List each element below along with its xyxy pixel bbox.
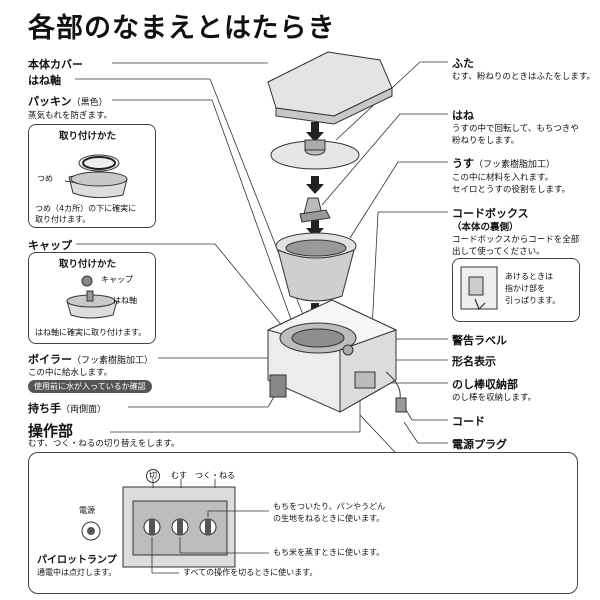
steam-switch-label: むす <box>171 471 187 480</box>
page-title: 各部のなまえとはたらき <box>28 13 336 44</box>
label-lid: ふた <box>452 57 474 70</box>
cordbox-hint2: 指かけ部を <box>505 284 545 293</box>
label-warning: 警告ラベル <box>452 334 507 347</box>
off-note: すべての操作を切るときに使います。 <box>183 568 318 577</box>
label-plug: 電源プラグ <box>452 438 507 451</box>
label-blade: はね <box>452 109 474 122</box>
panel-note: むす、つく・ねるの切り替えをします。 <box>28 439 180 449</box>
label-cap: キャップ <box>28 239 72 252</box>
cordbox-hint-box: あけるときは 指かけ部を 引っぱります。 <box>452 258 580 322</box>
packing-illustration <box>64 154 128 199</box>
label-mortar: うす（フッ素樹脂加工） <box>452 157 556 170</box>
attach-packing-note1: つめ（4カ所）の下に確実に <box>35 204 137 213</box>
cordbox-sub: （本体の裏側） <box>452 222 519 233</box>
attach-cap-note: はね軸に確実に取り付けます。 <box>35 328 147 337</box>
off-switch-label: 切 <box>146 469 160 483</box>
label-boiler: ボイラー（フッ素樹脂加工） <box>28 353 154 366</box>
cordbox-illustration <box>460 266 498 311</box>
knead-switch-label: つく・ねる <box>195 471 235 480</box>
attach-box-packing: 取り付けかた つめ つめ（4カ所）の下に確実に 取り付けます。 <box>28 124 156 228</box>
mortar-note2: セイロとうすの役割をします。 <box>452 185 571 195</box>
label-panel: 操作部 <box>28 422 74 440</box>
control-panel-illustration <box>81 479 269 574</box>
label-handle: 持ち手（両側面） <box>28 402 107 415</box>
steam-note: もち米を蒸すときに使います。 <box>273 548 385 557</box>
knead-note2: の生地をねるときに使います。 <box>273 514 385 523</box>
pilot-lamp-note: 通電中は点灯します。 <box>37 568 117 577</box>
attach-packing-note2: 取り付けます。 <box>35 215 91 224</box>
cordbox-note2: 出して使ってください。 <box>452 247 545 257</box>
mortar-note1: この中に材料を入れます。 <box>452 173 554 183</box>
lid-note: むす、粉ねりのときはふたをします。 <box>452 72 595 82</box>
packing-note: 蒸気もれを防ぎます。 <box>28 111 113 121</box>
attach-packing-title: 取り付けかた <box>59 131 117 142</box>
attach-packing-tab: つめ <box>37 174 53 183</box>
cordbox-note1: コードボックスからコードを全部 <box>452 235 580 245</box>
attach-cap-label: キャップ <box>101 275 133 284</box>
knead-note1: もちをついたり、パンやうどん <box>273 502 386 511</box>
power-label: 電源 <box>79 506 95 515</box>
label-rod: のし棒収納部 <box>452 378 518 391</box>
label-cover: 本体カバー <box>28 58 83 71</box>
blade-note1: うすの中で回転して、もちつきや <box>452 124 579 134</box>
label-cordbox: コードボックス <box>452 207 529 220</box>
blade-note2: 粉ねりをします。 <box>452 136 520 146</box>
rod-note: のし棒を収納します。 <box>452 393 537 403</box>
label-packing: パッキン（黒色） <box>28 95 108 108</box>
label-shaft: はね軸 <box>28 74 61 87</box>
cap-illustration <box>66 275 118 319</box>
label-cord: コード <box>452 415 485 428</box>
attach-box-cap: 取り付けかた キャップ はね軸 はね軸に確実に取り付けます。 <box>28 252 156 344</box>
pilot-lamp-label: パイロットランプ <box>37 555 117 566</box>
cordbox-hint3: 引っぱります。 <box>505 296 561 305</box>
boiler-check-badge: 使用前に水が入っているか確認 <box>28 380 152 393</box>
attach-shaft-label: はね軸 <box>113 296 137 305</box>
label-model: 形名表示 <box>452 355 496 368</box>
attach-cap-title: 取り付けかた <box>59 259 117 270</box>
cordbox-hint1: あけるときは <box>505 272 553 281</box>
boiler-note: この中に給水します。 <box>28 368 113 378</box>
control-panel-box: 電源 パイロットランプ 通電中は点灯します。 切 むす つく・ねる もちをついた… <box>28 452 578 594</box>
